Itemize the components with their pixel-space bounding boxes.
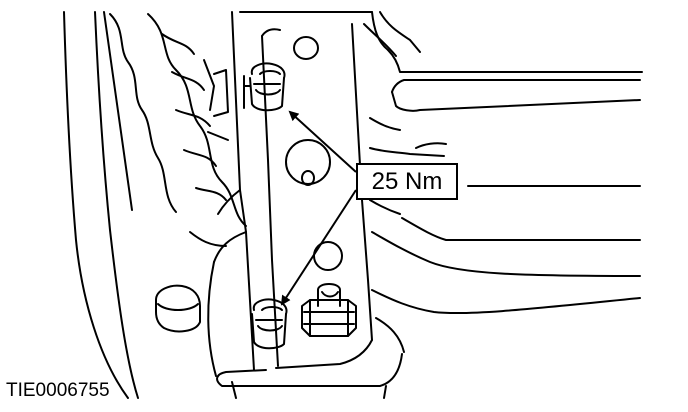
main-casting xyxy=(216,11,421,399)
upper-leader-arrow xyxy=(288,110,357,173)
callout-leaders xyxy=(280,110,357,306)
stud-with-nut xyxy=(301,283,357,337)
mounting-bracket xyxy=(189,11,281,377)
upper-flange-bolt xyxy=(243,62,286,112)
lower-leader-arrow xyxy=(280,189,357,306)
left-boss xyxy=(155,284,201,333)
torque-callout: 25 Nm xyxy=(356,163,458,200)
hose-assembly xyxy=(109,13,247,227)
cross-member xyxy=(369,49,643,353)
figure-id: TIE0006755 xyxy=(6,380,110,401)
lower-flange-bolt xyxy=(251,298,288,350)
casting-holes xyxy=(285,36,343,271)
left-frame-member xyxy=(63,11,139,399)
